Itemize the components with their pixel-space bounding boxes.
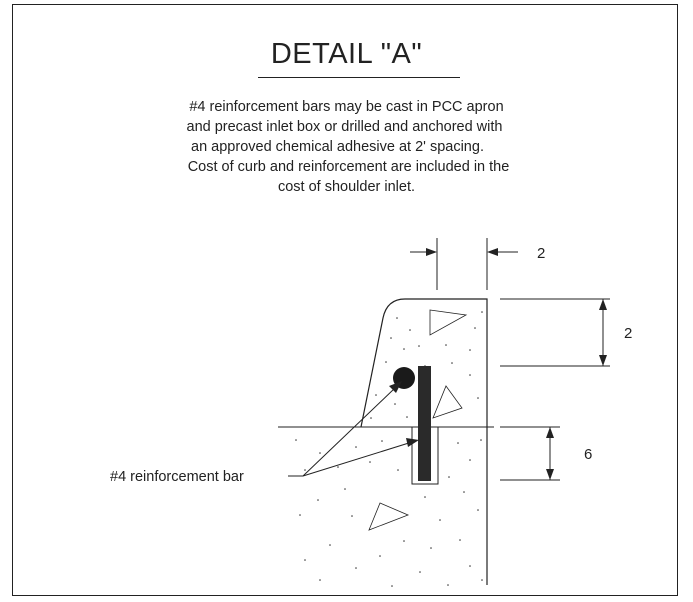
aggregate-mark (368, 502, 410, 531)
callout-label: #4 reinforcement bar (110, 469, 244, 485)
aggregate-mark (432, 385, 463, 419)
dimension-arrowhead (546, 427, 554, 438)
dimension-embed-depth: 6 (584, 446, 592, 463)
note-line: #4 reinforcement bars may be cast in PCC… (189, 99, 504, 115)
callout-leader-line (302, 387, 396, 477)
title-underline (258, 77, 460, 78)
callout-arrowhead (389, 381, 402, 393)
drawing-border (12, 4, 678, 596)
dimension-curb-height: 2 (624, 325, 632, 342)
callout-leader-line (302, 441, 413, 477)
dimension-curb-width: 2 (537, 245, 545, 262)
aggregate-mark (429, 309, 468, 336)
note-line: an approved chemical adhesive at 2' spac… (191, 139, 484, 155)
curb-outline (360, 298, 488, 585)
callout-arrowhead (406, 438, 419, 447)
vertical-reinforcement-bar (418, 366, 431, 481)
dimension-arrowhead (487, 248, 498, 256)
dimension-arrowhead (599, 355, 607, 366)
dimension-arrowhead (426, 248, 437, 256)
note-line: Cost of curb and reinforcement are inclu… (187, 159, 510, 175)
dimension-arrowhead (546, 469, 554, 480)
dimension-arrowhead (599, 299, 607, 310)
detail-note: #4 reinforcement bars may be cast in PCC… (0, 97, 693, 197)
detail-title: DETAIL "A" (270, 38, 423, 70)
note-line: and precast inlet box or drilled and anc… (186, 119, 503, 135)
note-line: cost of shoulder inlet. (277, 179, 416, 195)
concrete-stipple (295, 311, 483, 587)
